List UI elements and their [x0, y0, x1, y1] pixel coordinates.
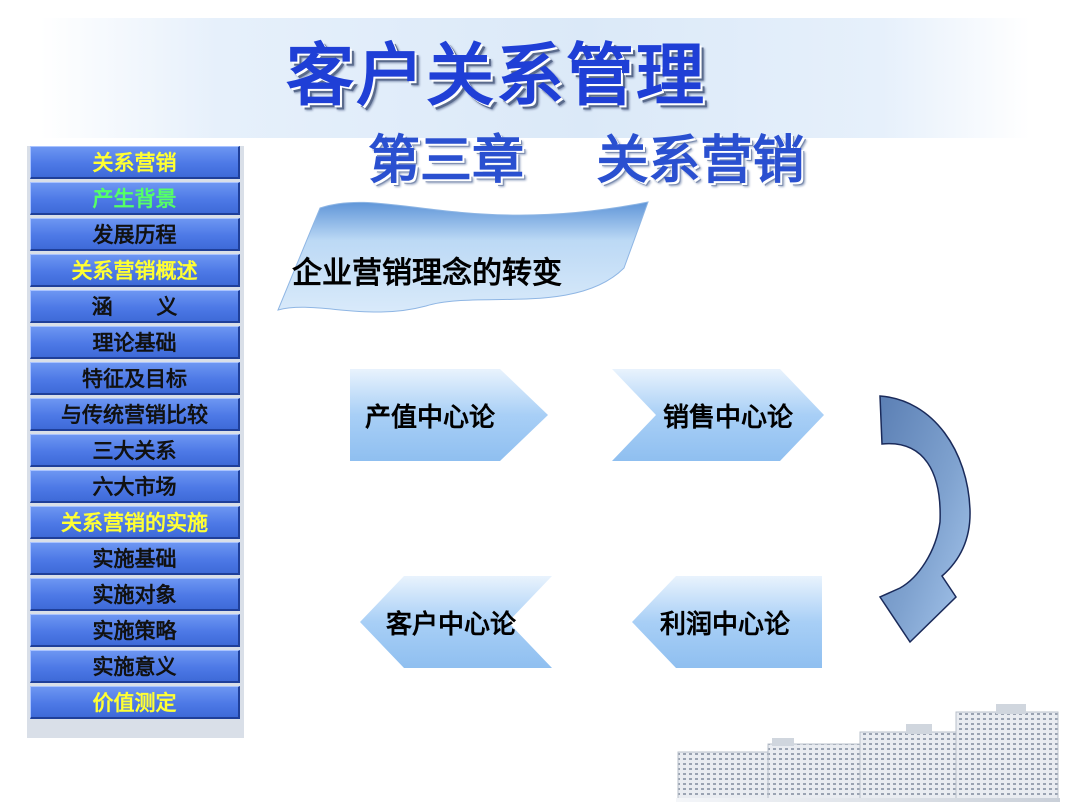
sidebar-item-value-measurement[interactable]: 价值测定 — [30, 686, 240, 719]
sidebar-nav: 关系营销 产生背景 发展历程 关系营销概述 涵 义 理论基础 特征及目标 与传统… — [27, 146, 244, 738]
buildings-illustration — [676, 704, 1060, 802]
sidebar-item-impl-strategy[interactable]: 实施策略 — [30, 614, 240, 647]
stage-customer-centric: 客户中心论 — [360, 576, 552, 668]
sidebar-item-comparison[interactable]: 与传统营销比较 — [30, 398, 240, 431]
banner-text: 企业营销理念的转变 — [292, 256, 562, 291]
sidebar-item-impl-basis[interactable]: 实施基础 — [30, 542, 240, 575]
stage-sales-centric: 销售中心论 — [612, 369, 826, 461]
stage-label: 客户中心论 — [385, 609, 516, 640]
stage-label: 利润中心论 — [659, 609, 790, 640]
sidebar-item-impl-targets[interactable]: 实施对象 — [30, 578, 240, 611]
sidebar-item-background[interactable]: 产生背景 — [30, 182, 240, 215]
curved-arrow-icon — [878, 395, 971, 644]
stage-label: 销售中心论 — [662, 402, 793, 433]
sidebar-item-theory[interactable]: 理论基础 — [30, 326, 240, 359]
sidebar-item-features-goals[interactable]: 特征及目标 — [30, 362, 240, 395]
stage-profit-centric: 利润中心论 — [632, 576, 822, 668]
stage-label: 产值中心论 — [364, 402, 495, 433]
sidebar-item-implementation[interactable]: 关系营销的实施 — [30, 506, 240, 539]
sidebar-item-three-relations[interactable]: 三大关系 — [30, 434, 240, 467]
sidebar-item-history[interactable]: 发展历程 — [30, 218, 240, 251]
sidebar-item-overview[interactable]: 关系营销概述 — [30, 254, 240, 287]
page-title: 客户关系管理 — [286, 37, 707, 116]
wave-banner-shape — [277, 201, 649, 313]
sidebar-item-meaning[interactable]: 涵 义 — [30, 290, 240, 323]
title-glow — [40, 18, 1030, 138]
sidebar-item-relationship-marketing[interactable]: 关系营销 — [30, 146, 240, 179]
stage-output-centric: 产值中心论 — [350, 369, 550, 461]
chapter-subtitle: 第三章 关系营销 — [368, 131, 805, 191]
sidebar-item-impl-significance[interactable]: 实施意义 — [30, 650, 240, 683]
sidebar-item-six-markets[interactable]: 六大市场 — [30, 470, 240, 503]
